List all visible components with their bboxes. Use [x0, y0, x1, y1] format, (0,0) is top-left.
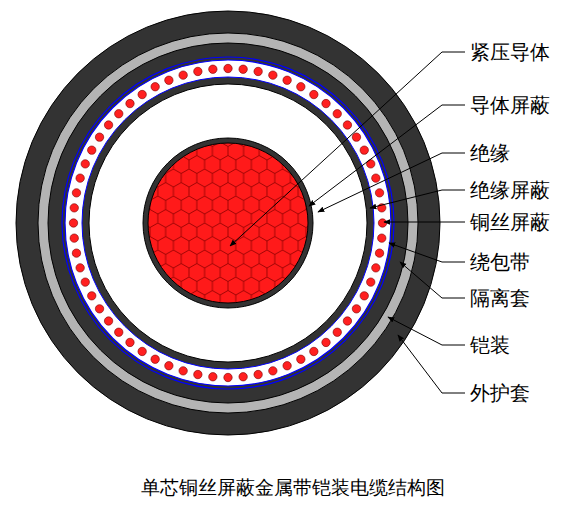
diagram-caption: 单芯铜丝屏蔽金属带铠装电缆结构图 [0, 475, 586, 499]
leader-line [318, 153, 465, 212]
copper-wire [269, 367, 277, 375]
conductor-screen [143, 138, 313, 308]
copper-wire [352, 133, 360, 141]
part-label: 紧压导体 [468, 40, 552, 64]
copper-wire [126, 338, 134, 346]
copper-wire [179, 367, 187, 375]
copper-wire-band [65, 60, 391, 386]
copper-wire [194, 67, 202, 75]
copper-wire [72, 189, 80, 197]
copper-wire [360, 146, 368, 154]
copper-wire [88, 146, 96, 154]
copper-wire [310, 347, 318, 355]
part-label: 外护套 [468, 381, 532, 405]
copper-wire [76, 174, 84, 182]
compact-conductor [148, 143, 308, 303]
copper-wire [352, 305, 360, 313]
copper-wire [239, 65, 247, 73]
copper-wire [322, 338, 330, 346]
copper-wire [194, 370, 202, 378]
copper-wire [115, 328, 123, 336]
copper-wire [375, 249, 383, 257]
copper-wire [375, 189, 383, 197]
copper-wire [138, 347, 146, 355]
copper-wire [72, 249, 80, 257]
copper-wire [283, 76, 291, 84]
leader-line [384, 222, 465, 223]
copper-wire [209, 65, 217, 73]
copper-wire [165, 76, 173, 84]
leader-line [400, 262, 465, 298]
copper-wire [81, 160, 89, 168]
leader-line [230, 52, 465, 246]
copper-wires [69, 64, 386, 381]
copper-wire [70, 234, 78, 242]
armour-layer [38, 33, 418, 413]
copper-wire [151, 355, 159, 363]
leader-line [309, 105, 465, 206]
copper-wire [69, 219, 77, 227]
copper-wire [76, 264, 84, 272]
copper-wire [224, 64, 232, 72]
leader-lines [230, 52, 465, 393]
copper-wire [179, 71, 187, 79]
outer-sheath [16, 11, 440, 435]
insulation [89, 84, 367, 362]
leader-line [370, 190, 465, 208]
copper-wire [297, 83, 305, 91]
copper-wire [378, 219, 386, 227]
part-label: 绕包带 [468, 250, 532, 274]
copper-wire [333, 328, 341, 336]
copper-wire [372, 174, 380, 182]
copper-wire [165, 362, 173, 370]
copper-wire [104, 317, 112, 325]
copper-wire [283, 362, 291, 370]
copper-wire [360, 292, 368, 300]
copper-wire [310, 90, 318, 98]
copper-wire [126, 99, 134, 107]
part-label: 导体屏蔽 [468, 93, 552, 117]
copper-wire [367, 278, 375, 286]
separation-sheath [48, 43, 408, 403]
part-label: 铜丝屏蔽 [468, 210, 552, 234]
copper-wire [224, 373, 232, 381]
copper-wire [88, 292, 96, 300]
copper-wire [333, 110, 341, 118]
copper-wire [138, 90, 146, 98]
copper-wire [151, 83, 159, 91]
copper-wire [378, 234, 386, 242]
part-label: 绝缘屏蔽 [468, 178, 552, 202]
copper-wire [104, 121, 112, 129]
insulation-screen [82, 77, 374, 369]
copper-wire [254, 370, 262, 378]
copper-wire [343, 317, 351, 325]
copper-wire [209, 373, 217, 381]
copper-wire [70, 204, 78, 212]
copper-wire [254, 67, 262, 75]
copper-wire [297, 355, 305, 363]
copper-wire [95, 133, 103, 141]
copper-wire [115, 110, 123, 118]
wrapping-tape [62, 57, 394, 389]
copper-wire [343, 121, 351, 129]
copper-wire [81, 278, 89, 286]
leader-line [398, 335, 465, 393]
part-label: 隔离套 [468, 286, 532, 310]
copper-wire [95, 305, 103, 313]
leader-line [388, 317, 465, 345]
copper-wire [372, 264, 380, 272]
copper-wire [322, 99, 330, 107]
part-label: 绝缘 [468, 141, 512, 165]
part-label: 铠装 [468, 333, 512, 357]
leader-line [389, 243, 465, 262]
copper-wire [239, 373, 247, 381]
copper-wire [269, 71, 277, 79]
